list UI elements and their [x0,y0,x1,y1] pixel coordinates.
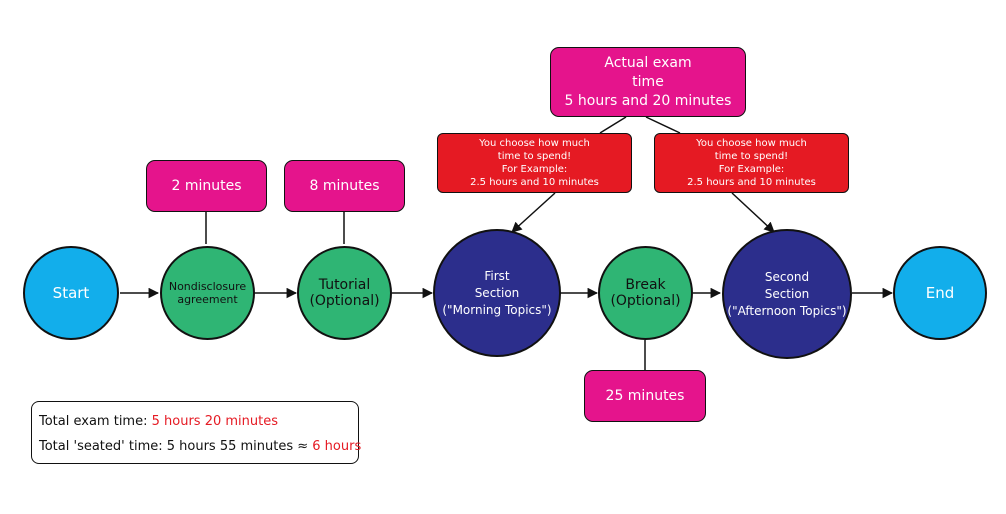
break-label-line2: (Optional) [610,293,681,309]
second-section-line2: Section [764,286,810,301]
total-seated-time-line: Total 'seated' time: 5 hours 55 minutes … [39,434,362,459]
break-label-line1: Break [625,277,666,293]
tutorial-label-line1: Tutorial [318,277,371,293]
tutorial-time-label: 8 minutes [309,178,380,194]
second-choice-line2: time to spend! [714,151,789,162]
break-time-callout: 25 minutes [584,370,706,422]
second-section-line1: Second [764,269,810,284]
arrow-second-choice-to-second [731,192,775,233]
first-section-node: First Section ("Morning Topics") [433,229,561,357]
tutorial-node: Tutorial (Optional) [297,246,392,340]
total-exam-time-label: Total exam time: [39,414,152,429]
actual-exam-line2: time [632,73,664,90]
first-section-line1: First [484,268,510,283]
first-section-line2: Section [474,285,520,300]
actual-exam-line1: Actual exam [604,54,692,71]
nda-label-line1: Nondisclosure [168,280,247,293]
break-node: Break (Optional) [598,246,693,340]
second-section-node: Second Section ("Afternoon Topics") [722,229,852,359]
tutorial-time-callout: 8 minutes [284,160,405,212]
second-choice-line3: For Example: [718,164,785,175]
first-section-line3: ("Morning Topics") [442,302,552,317]
link-exam-to-first-choice [599,116,627,134]
link-exam-to-second-choice [645,116,681,134]
nda-time-callout: 2 minutes [146,160,267,212]
tutorial-label-line2: (Optional) [309,293,380,309]
total-exam-time-value: 5 hours 20 minutes [151,414,278,429]
total-seated-time-label: Total 'seated' time: 5 hours 55 minutes … [39,439,313,454]
second-section-choice-callout: You choose how much time to spend! For E… [654,133,849,193]
start-label: Start [52,284,90,302]
end-node: End [893,246,987,340]
start-node: Start [23,246,119,340]
nda-node: Nondisclosure agreement [160,246,255,340]
nda-label-line2: agreement [177,293,238,306]
first-choice-line4: 2.5 hours and 10 minutes [470,177,599,188]
nda-time-label: 2 minutes [171,178,242,194]
second-choice-line1: You choose how much [696,138,807,149]
actual-exam-time-callout: Actual exam time 5 hours and 20 minutes [550,47,746,117]
first-section-choice-callout: You choose how much time to spend! For E… [437,133,632,193]
second-choice-line4: 2.5 hours and 10 minutes [687,177,816,188]
second-section-line3: ("Afternoon Topics") [727,303,847,318]
arrow-first-choice-to-first [511,192,556,233]
end-label: End [925,284,955,302]
summary-box: Total exam time: 5 hours 20 minutes Tota… [31,401,362,464]
total-exam-time-line: Total exam time: 5 hours 20 minutes [39,409,358,434]
total-seated-time-value: 6 hours [312,439,362,454]
first-choice-line3: For Example: [501,164,568,175]
actual-exam-line3: 5 hours and 20 minutes [564,92,732,109]
first-choice-line2: time to spend! [497,151,572,162]
break-time-label: 25 minutes [605,388,685,404]
first-choice-line1: You choose how much [479,138,590,149]
